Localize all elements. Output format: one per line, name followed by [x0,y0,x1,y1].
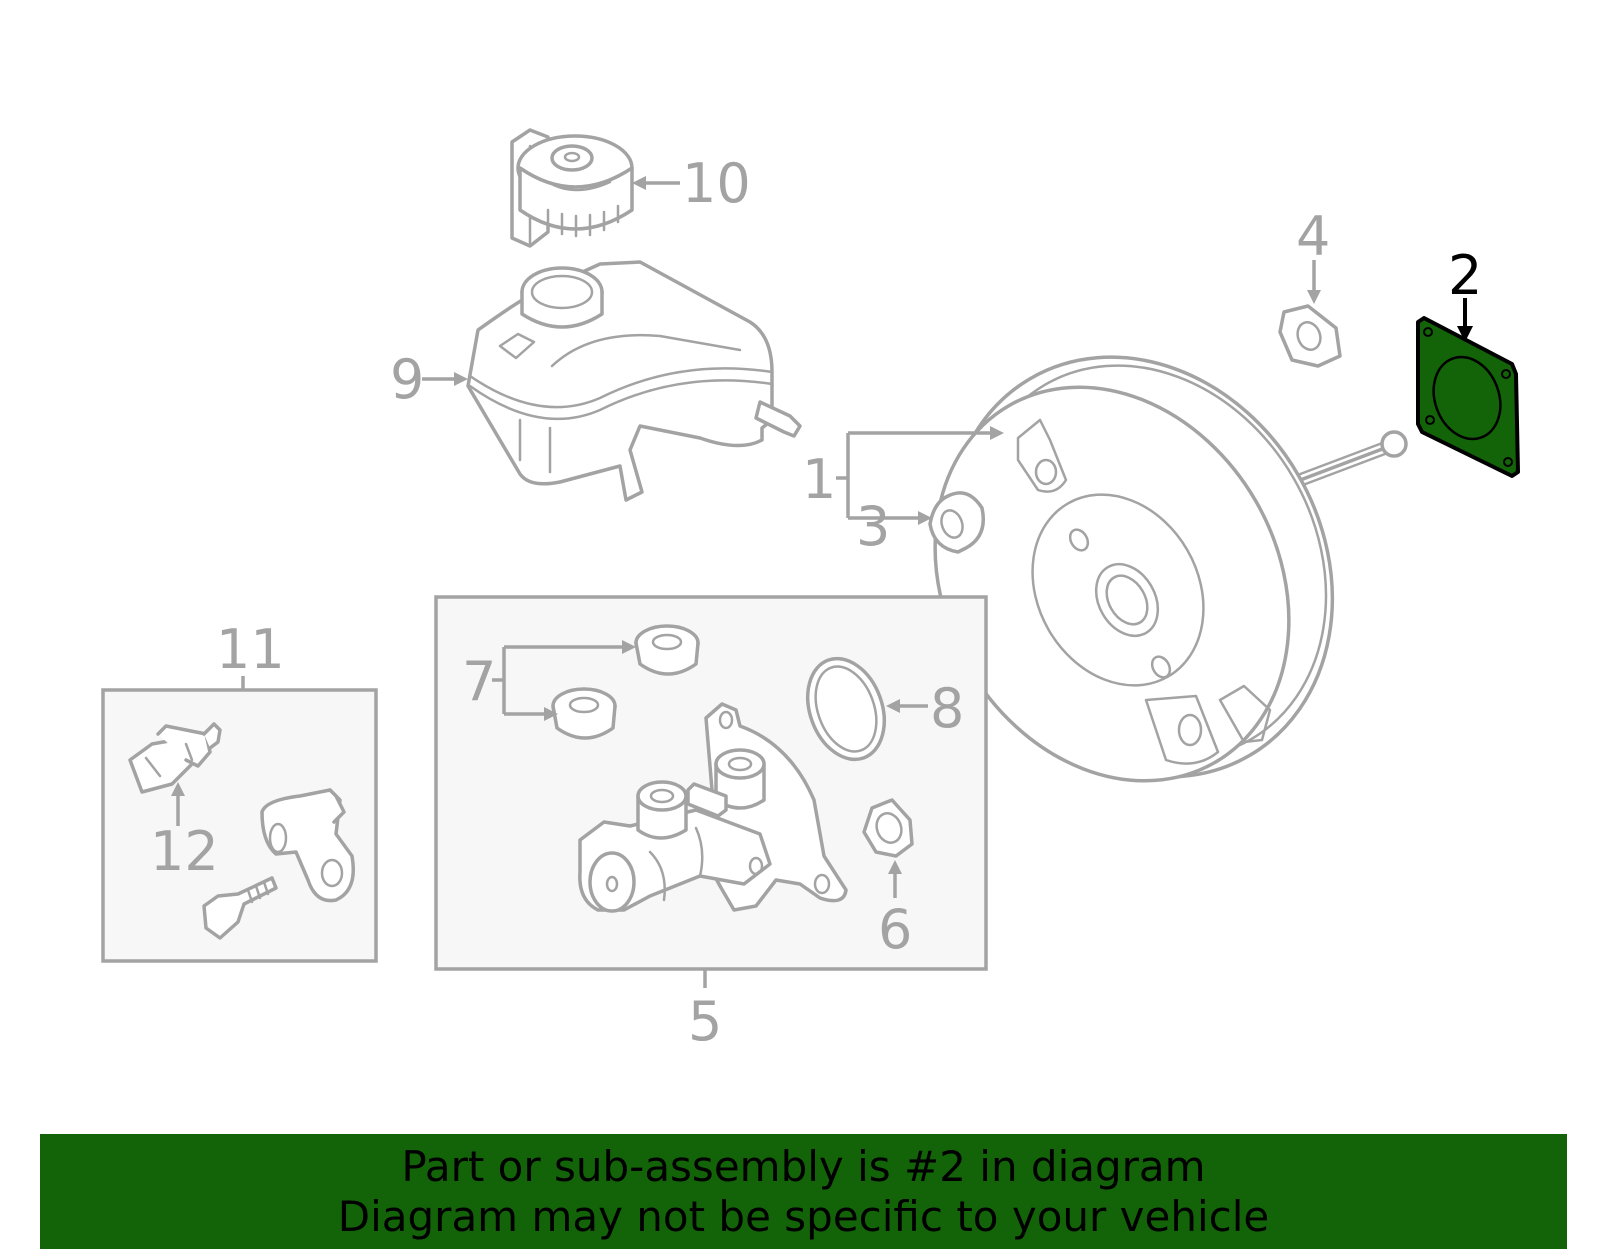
info-banner: Part or sub-assembly is #2 in diagram Di… [40,1134,1567,1249]
callout-3-label: 3 [856,495,890,558]
part-7-seal-lower[interactable] [551,687,617,740]
part-9-fluid-reservoir[interactable] [466,260,802,502]
callout-9: 9 [390,348,468,411]
callout-1: 1 [802,426,1004,525]
part-12-pressure-sensor[interactable] [128,722,222,794]
part-11-bolt[interactable] [202,876,278,940]
part-2-gasket-highlighted[interactable] [1416,316,1520,478]
callout-7-label: 7 [462,650,496,713]
callout-4: 4 [1296,205,1330,304]
callout-9-label: 9 [390,348,424,411]
part-5-master-cylinder[interactable] [578,702,848,913]
banner-line-part-number: Part or sub-assembly is #2 in diagram [401,1141,1206,1191]
callout-2-label: 2 [1448,244,1482,307]
part-7-seal-upper[interactable] [634,624,700,676]
callout-6: 6 [878,860,912,961]
part-4-nut[interactable] [1278,304,1342,368]
callout-12: 12 [150,782,219,883]
part-3-grommet[interactable] [928,491,985,554]
part-8-o-ring[interactable] [794,648,897,770]
banner-line-disclaimer: Diagram may not be specific to your vehi… [337,1191,1270,1241]
callout-8: 8 [886,677,964,740]
callout-7: 7 [462,640,636,721]
callout-5: 5 [688,990,722,1053]
callout-8-label: 8 [930,677,964,740]
callout-11-label: 11 [216,618,285,681]
callout-4-label: 4 [1296,205,1330,268]
callout-6-label: 6 [878,898,912,961]
callout-12-label: 12 [150,820,219,883]
callout-1-label: 1 [802,448,836,511]
callout-10: 10 [632,152,751,215]
info-banner-background [40,1134,1567,1249]
part-10-reservoir-cap[interactable] [510,128,634,248]
callout-10-label: 10 [682,152,751,215]
callout-2: 2 [1448,244,1482,342]
part-6-nut[interactable] [862,798,914,858]
part-11-bracket[interactable] [260,788,355,903]
callout-5-label: 5 [688,990,722,1053]
callout-11: 11 [216,618,285,681]
callout-3: 3 [856,495,890,558]
